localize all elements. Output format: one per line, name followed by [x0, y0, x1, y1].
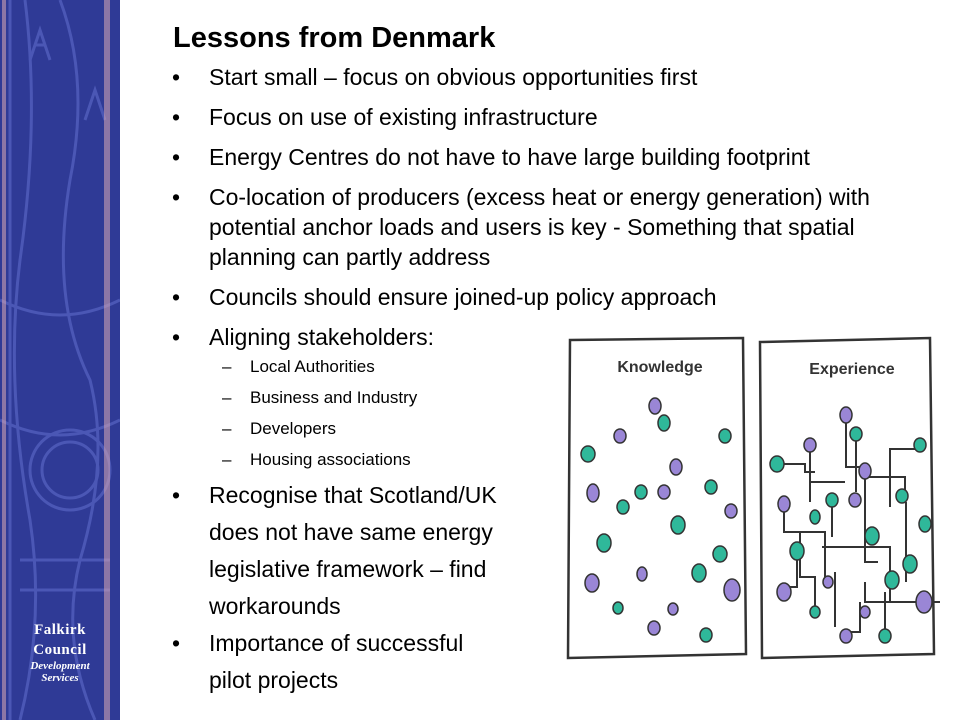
knowledge-dots	[580, 397, 741, 643]
bullet-item: Councils should ensure joined-up policy …	[170, 282, 930, 312]
sub-bullet-text: Housing associations	[250, 450, 411, 469]
bullet-continuation: does not have same energy	[209, 519, 493, 545]
sub-bullet-text: Business and Industry	[250, 388, 418, 407]
bullet-continuation: legislative framework – find	[209, 556, 487, 582]
bullet-item: Energy Centres do not have to have large…	[170, 142, 930, 172]
council-name-line1: Falkirk	[34, 622, 86, 638]
sub-bullet-text: Local Authorities	[250, 357, 375, 376]
dash-marker: –	[222, 450, 232, 469]
council-branding: Falkirk Council Development Services	[0, 620, 120, 684]
knowledge-label: Knowledge	[617, 359, 702, 376]
bullet-item: Recognise that Scotland/UK	[170, 480, 930, 510]
bullet-item: Start small – focus on obvious opportuni…	[170, 62, 930, 92]
council-name-line2: Council	[33, 642, 87, 658]
side-banner: Falkirk Council Development Services	[0, 0, 120, 720]
sub-bullet-text: Developers	[250, 419, 336, 438]
bullet-list: Start small – focus on obvious opportuni…	[170, 62, 930, 695]
bullet-item: Importance of successful	[170, 628, 930, 658]
dash-marker: –	[222, 357, 232, 376]
dash-marker: –	[222, 388, 232, 407]
slide-title: Lessons from Denmark	[173, 22, 496, 54]
crest-watermark	[0, 0, 120, 720]
bullet-item: Aligning stakeholders:	[170, 322, 930, 352]
bullet-item: Focus on use of existing infrastructure	[170, 102, 930, 132]
sub-bullet-item: – Housing associations	[170, 449, 930, 471]
knowledge-experience-illustration: Knowledge Experience	[560, 332, 940, 667]
department-line2: Services	[41, 672, 79, 684]
bullet-item: Co-location of producers (excess heat or…	[170, 182, 930, 272]
sub-bullet-item: – Developers	[170, 418, 930, 440]
experience-dots	[769, 406, 933, 644]
illustration-svg: Knowledge Experience	[566, 336, 940, 660]
experience-label: Experience	[809, 361, 894, 378]
bullet-continuation: workarounds	[209, 593, 341, 619]
sub-bullet-item: – Local Authorities	[170, 356, 930, 378]
department-line1: Development	[30, 660, 90, 672]
sub-bullet-item: – Business and Industry	[170, 387, 930, 409]
dash-marker: –	[222, 419, 232, 438]
bullet-continuation: pilot projects	[209, 667, 339, 693]
